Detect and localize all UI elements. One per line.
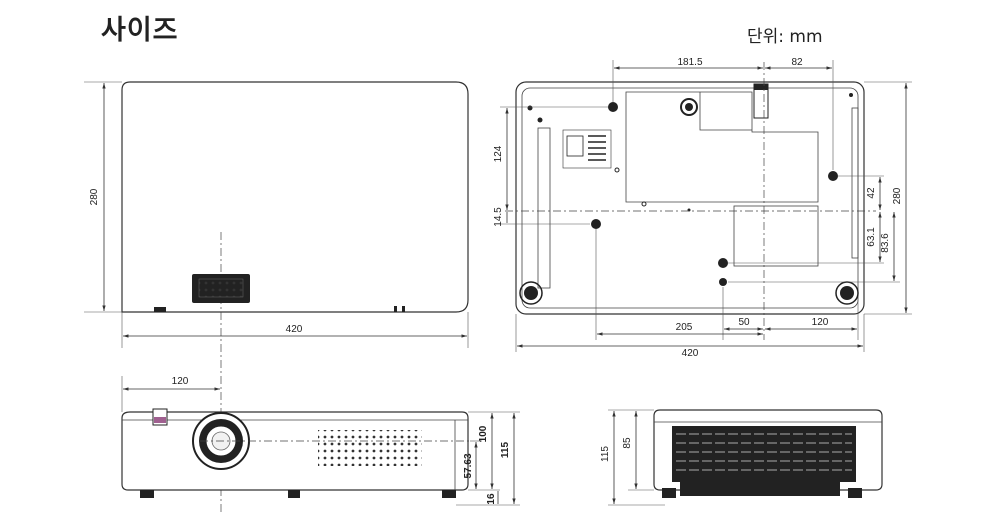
top-view: 280 420 xyxy=(84,81,469,512)
bottom-dim-205: 205 xyxy=(676,322,693,333)
front-dim-115: 115 xyxy=(500,441,511,458)
front-dim-120: 120 xyxy=(172,376,189,387)
front-dim-100: 100 xyxy=(478,425,489,442)
side-dim-115: 115 xyxy=(600,446,611,462)
front-dim-57-63: 57.63 xyxy=(463,453,474,478)
bottom-dim-280: 280 xyxy=(892,187,903,204)
front-dim-16: 16 xyxy=(486,493,497,505)
bottom-dim-120: 120 xyxy=(812,317,829,328)
bottom-dim-63-1: 63.1 xyxy=(866,227,877,247)
bottom-dim-83-6: 83.6 xyxy=(880,233,891,253)
top-view-outline xyxy=(121,81,469,313)
bottom-dim-82: 82 xyxy=(791,57,803,68)
bottom-dim-42: 42 xyxy=(866,187,877,199)
top-height-dim: 280 xyxy=(89,188,100,205)
bottom-view-outline xyxy=(515,81,865,315)
top-width-dim: 420 xyxy=(286,324,303,335)
bottom-view: 181.5 82 124 14.5 42 63.1 83.6 280 205 5… xyxy=(493,57,912,359)
page-title: 사이즈 xyxy=(101,15,179,46)
bottom-dim-420: 420 xyxy=(682,348,699,359)
bottom-dim-181-5: 181.5 xyxy=(677,57,702,68)
bottom-dim-50: 50 xyxy=(738,317,750,328)
side-view: 115 85 xyxy=(600,409,883,506)
side-dim-85: 85 xyxy=(622,437,633,449)
front-view: 120 57.63 100 115 16 xyxy=(121,376,520,506)
unit-label: 단위: mm xyxy=(747,27,823,47)
bottom-dim-124: 124 xyxy=(493,145,504,162)
bottom-dim-14-5: 14.5 xyxy=(493,207,504,227)
